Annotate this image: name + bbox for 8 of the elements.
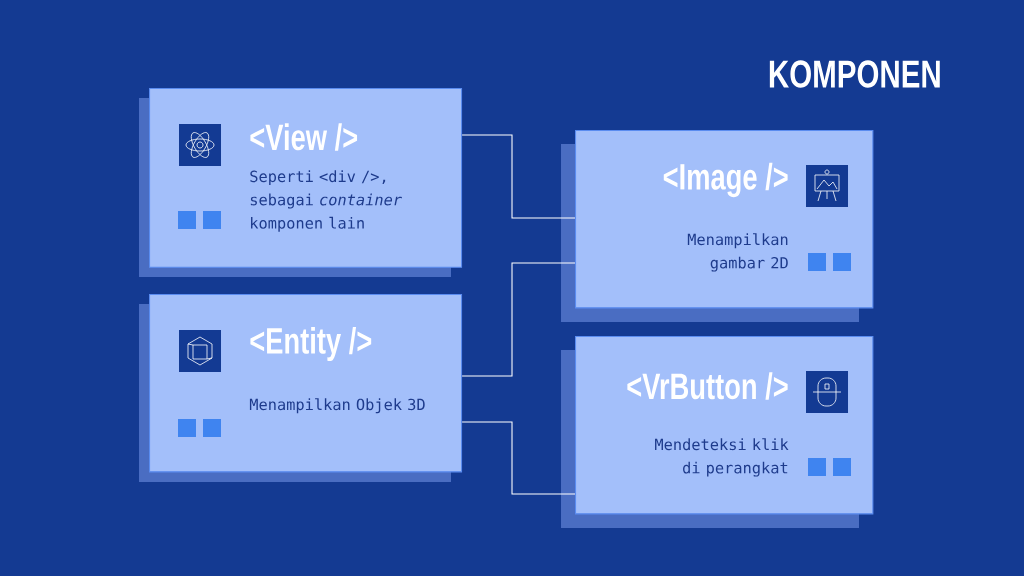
connector-line: [461, 134, 576, 219]
connector-line: [461, 262, 576, 377]
component-card: <Image /> Menampilkan gambar 2D: [575, 130, 874, 309]
connector-line: [461, 421, 576, 495]
component-card: <View /> Seperti <div />, sebagai container komponen lain: [149, 88, 463, 268]
component-card: <VrButton /> Mendeteksi klik di perangkat: [575, 336, 874, 515]
component-card: <Entity /> Menampilkan Objek 3D: [149, 294, 463, 473]
slide-title: KOMPONEN: [769, 60, 940, 88]
